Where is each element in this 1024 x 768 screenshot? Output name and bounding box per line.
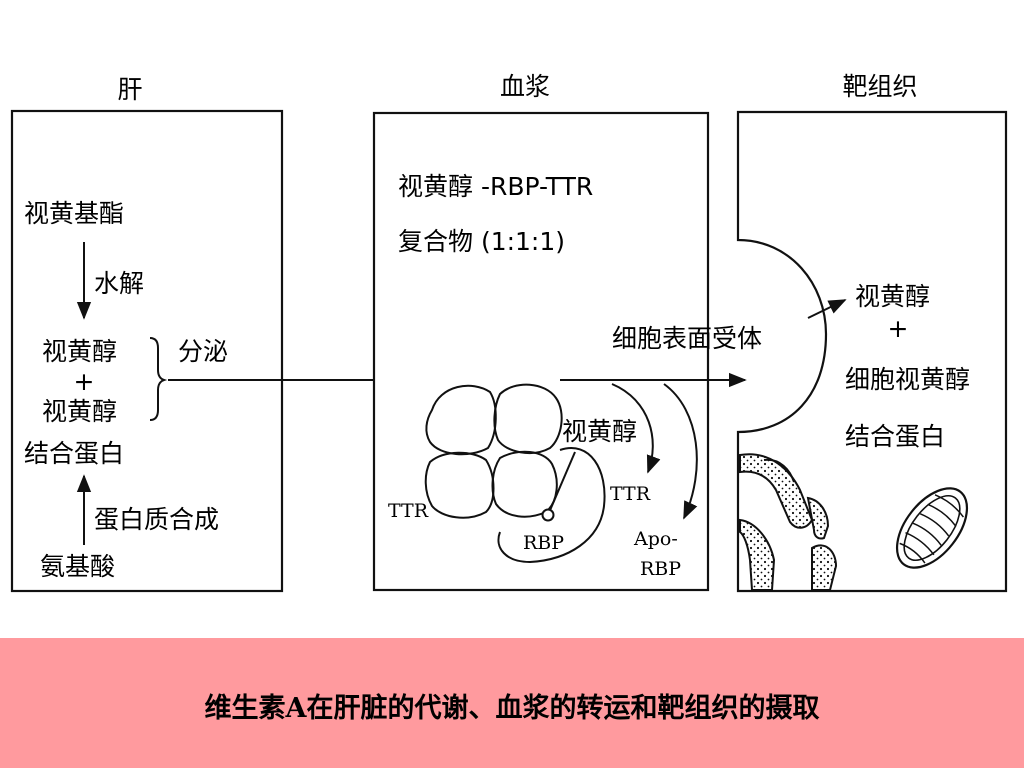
rbp-protein-outline — [497, 447, 606, 564]
metabolism-diagram: 肝 血浆 靶组织 视黄基酯 水解 视黄醇 + 视黄醇 结合蛋白 蛋白质合成 氨基… — [10, 72, 1008, 593]
target-tissue-title: 靶组织 — [842, 72, 917, 101]
crbp-label-line2: 结合蛋白 — [845, 422, 945, 451]
grouping-brace — [149, 337, 168, 421]
cell-surface-receptor-label: 细胞表面受体 — [612, 324, 762, 353]
retinol-head — [541, 508, 555, 522]
retinol-label-liver: 视黄醇 — [42, 337, 117, 366]
secretion-label: 分泌 — [178, 337, 228, 366]
apo-rbp-release-arrow — [663, 383, 698, 520]
cell-membrane-organelles — [739, 453, 838, 591]
retinol-label-target: 视黄醇 — [855, 282, 930, 311]
complex-label-line1: 视黄醇 -RBP-TTR — [398, 172, 593, 201]
ttr-release-arrow — [611, 383, 661, 474]
retinol-chain — [547, 451, 576, 516]
retinyl-ester-label: 视黄基酯 — [24, 199, 124, 228]
plasma-box — [372, 111, 710, 592]
protein-synthesis-label: 蛋白质合成 — [94, 505, 219, 534]
apo-rbp-label-line2: RBP — [640, 558, 681, 580]
retinol-label-plasma: 视黄醇 — [562, 417, 637, 446]
hydrolysis-label: 水解 — [94, 269, 144, 298]
target-tissue-box — [736, 110, 1008, 593]
plus-sign-target: + — [888, 314, 909, 343]
rbp-label-line2: 结合蛋白 — [24, 439, 124, 468]
ttr-protein-label: TTR — [388, 500, 429, 522]
slide-caption: 维生素A在肝脏的代谢、血浆的转运和靶组织的摄取 — [204, 693, 820, 724]
mitochondrion-icon — [895, 487, 969, 569]
rbp-label-line1: 视黄醇 — [42, 397, 117, 426]
liver-box — [10, 109, 284, 593]
complex-label-line2: 复合物 (1:1:1) — [398, 227, 565, 256]
apo-rbp-label-line1: Apo- — [633, 528, 678, 550]
amino-acids-label: 氨基酸 — [40, 552, 115, 581]
liver-title: 肝 — [117, 75, 142, 104]
rbp-label: RBP — [523, 532, 564, 554]
plasma-title: 血浆 — [500, 72, 550, 101]
crbp-label-line1: 细胞视黄醇 — [845, 365, 970, 394]
uptake-arrow — [807, 299, 847, 319]
ttr-released-label: TTR — [610, 483, 651, 505]
caption-banner — [0, 638, 1024, 768]
plus-sign-liver: + — [74, 367, 95, 396]
